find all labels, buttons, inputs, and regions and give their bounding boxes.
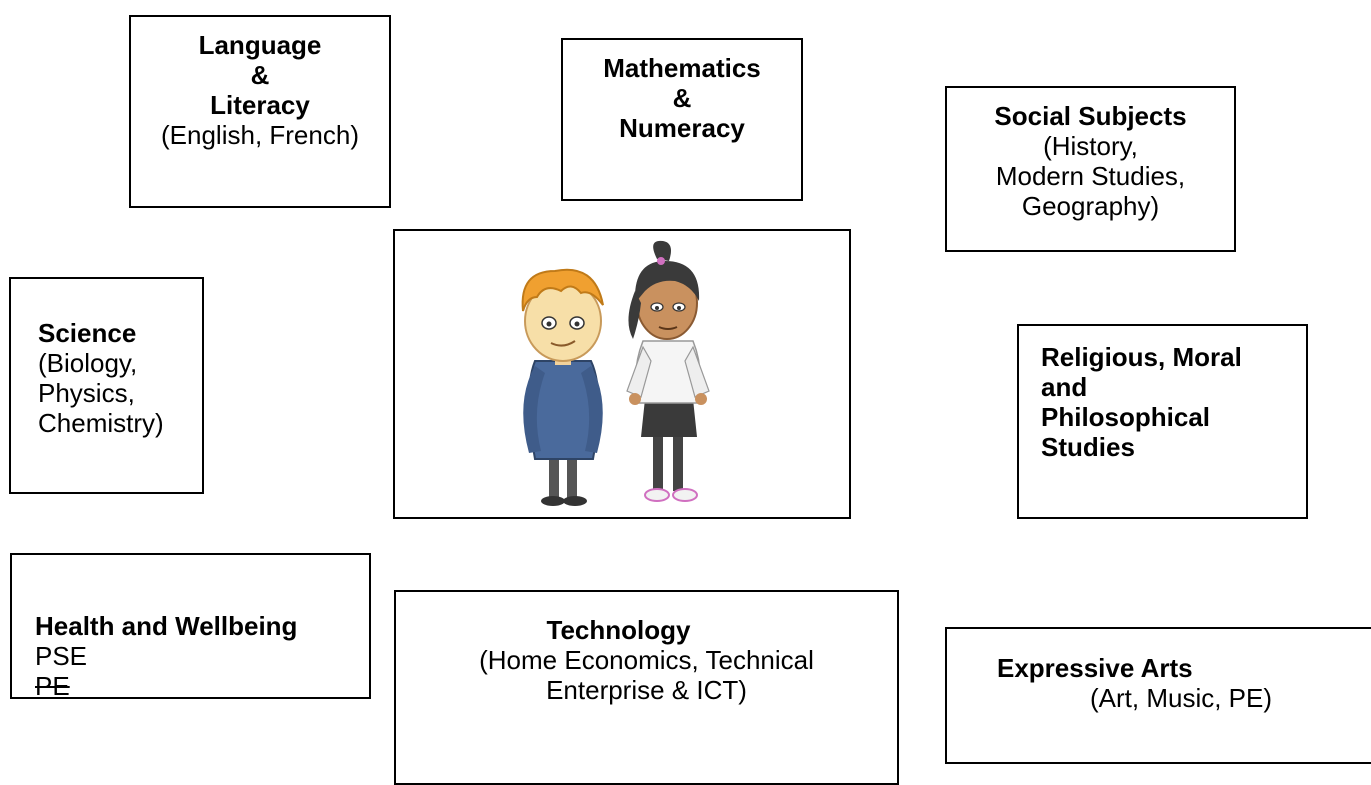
- technology-title: Technology: [546, 615, 691, 645]
- rmps-line4: Studies: [1041, 432, 1135, 462]
- rmps-line1: Religious, Moral: [1041, 342, 1242, 372]
- language-title-line2: &: [250, 60, 270, 90]
- arts-detail: (Art, Music, PE): [1090, 683, 1273, 713]
- rmps-line3: Philosophical: [1041, 402, 1211, 432]
- rmps-line2: and: [1041, 372, 1088, 402]
- health-wellbeing-text: Health and Wellbeing PSE PE: [35, 611, 297, 701]
- mathematics-numeracy-box: Mathematics & Numeracy: [561, 38, 803, 201]
- social-detail-line3: Geography): [1021, 191, 1160, 221]
- language-literacy-box: Language & Literacy (English, French): [129, 15, 391, 208]
- language-detail: (English, French): [161, 120, 359, 150]
- language-title-line3: Literacy: [210, 90, 310, 120]
- social-detail-line2: Modern Studies,: [995, 161, 1186, 191]
- technology-detail-line2: Enterprise & ICT): [546, 675, 747, 705]
- science-detail-line2: Physics,: [38, 378, 135, 408]
- technology-box: Technology (Home Economics, Technical En…: [394, 590, 899, 785]
- technology-detail-line1: (Home Economics, Technical: [479, 645, 814, 675]
- two-students-cartoon-icon: [521, 240, 710, 506]
- girl-figure: [626, 240, 710, 502]
- expressive-arts-box: Expressive Arts (Art, Music, PE): [945, 627, 1371, 764]
- science-detail-line1: (Biology,: [38, 348, 138, 378]
- health-item-pe: PE: [35, 671, 70, 701]
- boy-figure: [521, 268, 604, 506]
- language-title-line1: Language: [198, 30, 322, 60]
- maths-title-line1: Mathematics: [603, 53, 761, 83]
- religious-moral-philosophical-box: Religious, Moral and Philosophical Studi…: [1017, 324, 1308, 519]
- science-detail-line3: Chemistry): [38, 408, 164, 438]
- science-box: Science (Biology, Physics, Chemistry): [9, 277, 204, 494]
- social-detail-line1: (History,: [1043, 131, 1138, 161]
- science-title: Science: [38, 318, 137, 348]
- maths-title-line3: Numeracy: [619, 113, 745, 143]
- social-subjects-box: Social Subjects (History, Modern Studies…: [945, 86, 1236, 252]
- maths-title-line2: &: [672, 83, 692, 113]
- students-picture-frame: [393, 229, 851, 519]
- health-wellbeing-box: [10, 553, 371, 699]
- health-title: Health and Wellbeing: [35, 611, 298, 641]
- arts-title: Expressive Arts: [997, 653, 1193, 683]
- social-title: Social Subjects: [994, 101, 1187, 131]
- health-item-pse: PSE: [35, 641, 88, 671]
